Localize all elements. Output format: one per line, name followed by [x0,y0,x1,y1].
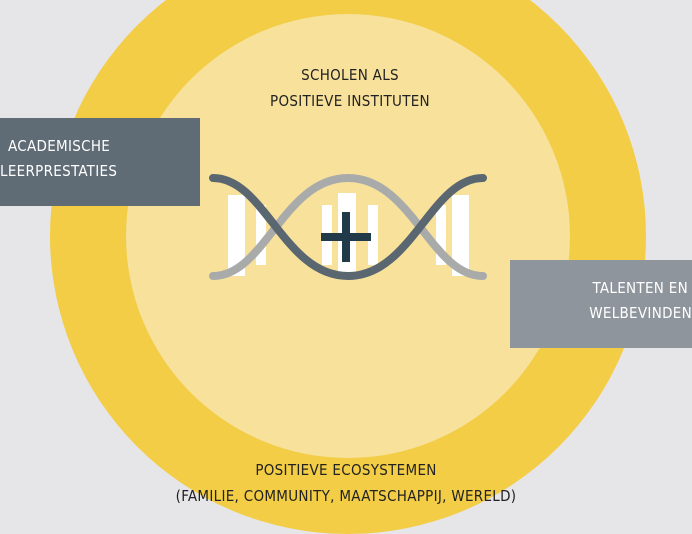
rung [452,195,469,276]
rung [368,205,378,265]
outer-title-line-2: (FAMILIE, COMMUNITY, MAATSCHAPPIJ, WEREL… [175,487,517,505]
academic-achievement-box: ACADEMISCHE LEERPRESTATIES [0,118,200,206]
right-box-line-2: WELBEVINDEN [589,304,692,322]
rung [256,205,266,265]
helix-strand-light [209,173,487,280]
helix-strand-dark [209,174,487,281]
talents-wellbeing-box: TALENTEN EN WELBEVINDEN [510,260,692,348]
left-box-line-1: ACADEMISCHE [8,137,111,155]
inner-title-line-1: SCHOLEN ALS [301,66,399,84]
right-box-line-1: TALENTEN EN [592,279,688,297]
plus-icon [321,212,371,262]
rung [436,205,446,265]
left-box-line-2: LEERPRESTATIES [0,162,118,180]
inner-ring-title: SCHOLEN ALS POSITIEVE INSTITUTEN [200,62,500,114]
inner-title-line-2: POSITIEVE INSTITUTEN [270,92,430,110]
outer-title-line-1: POSITIEVE ECOSYSTEMEN [255,461,437,479]
outer-ring-title: POSITIEVE ECOSYSTEMEN (FAMILIE, COMMUNIT… [96,457,596,509]
rung [228,195,245,276]
